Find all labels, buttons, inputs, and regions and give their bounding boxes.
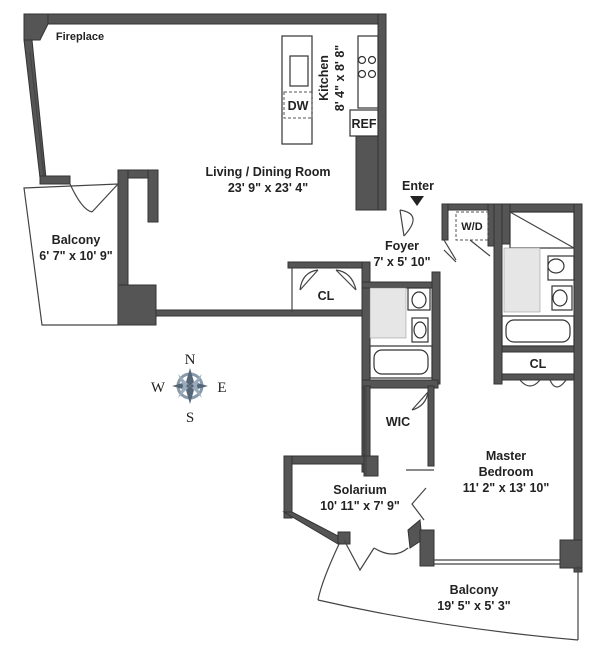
master-closet-label: CL [530,357,547,371]
fireplace-label: Fireplace [56,31,104,43]
kitchen-counters [281,35,379,145]
west-balcony [23,183,119,326]
enter-label: Enter [402,179,434,193]
master-bedroom-label-line1: Master [486,449,526,463]
washer-dryer [443,211,491,263]
wic-door [365,386,429,476]
living-room-label: Living / Dining Room [206,165,331,179]
solarium-door [343,469,434,572]
entry-door [399,196,424,237]
south-balcony-label: Balcony [450,583,499,597]
washer-dryer-label: W/D [461,221,482,233]
master-bathroom [501,211,575,388]
foyer-dimensions: 7' x 5' 10" [373,255,430,269]
solarium-label: Solarium [333,483,387,497]
kitchen-dimensions: 8' 4" x 8' 8" [333,45,347,112]
living-closet-label: CL [318,289,335,303]
compass-south-label: S [186,410,194,426]
compass-west-label: W [151,380,166,396]
refrigerator-label: REF [352,117,377,131]
master-bedroom-label-line2: Bedroom [479,465,534,479]
living-room-dimensions: 23' 9" x 23' 4" [228,181,308,195]
foyer-label: Foyer [385,239,419,253]
hall-bathroom [369,287,433,379]
south-balcony-dimensions: 19' 5" x 5' 3" [437,599,510,613]
dishwasher-label: DW [288,99,309,113]
closet-doors [299,269,357,291]
walk-in-closet-label: WIC [386,415,410,429]
kitchen-label: Kitchen [317,55,331,101]
compass-east-label: E [217,380,226,396]
west-balcony-label: Balcony [52,233,101,247]
south-balcony [317,541,579,641]
compass-north-label: N [185,352,196,368]
compass-rose: N S W E [151,352,227,426]
west-balcony-dimensions: 6' 7" x 10' 9" [39,249,112,263]
master-bedroom-dimensions: 11' 2" x 13' 10" [463,481,550,495]
solarium-dimensions: 10' 11" x 7' 9" [320,499,400,513]
